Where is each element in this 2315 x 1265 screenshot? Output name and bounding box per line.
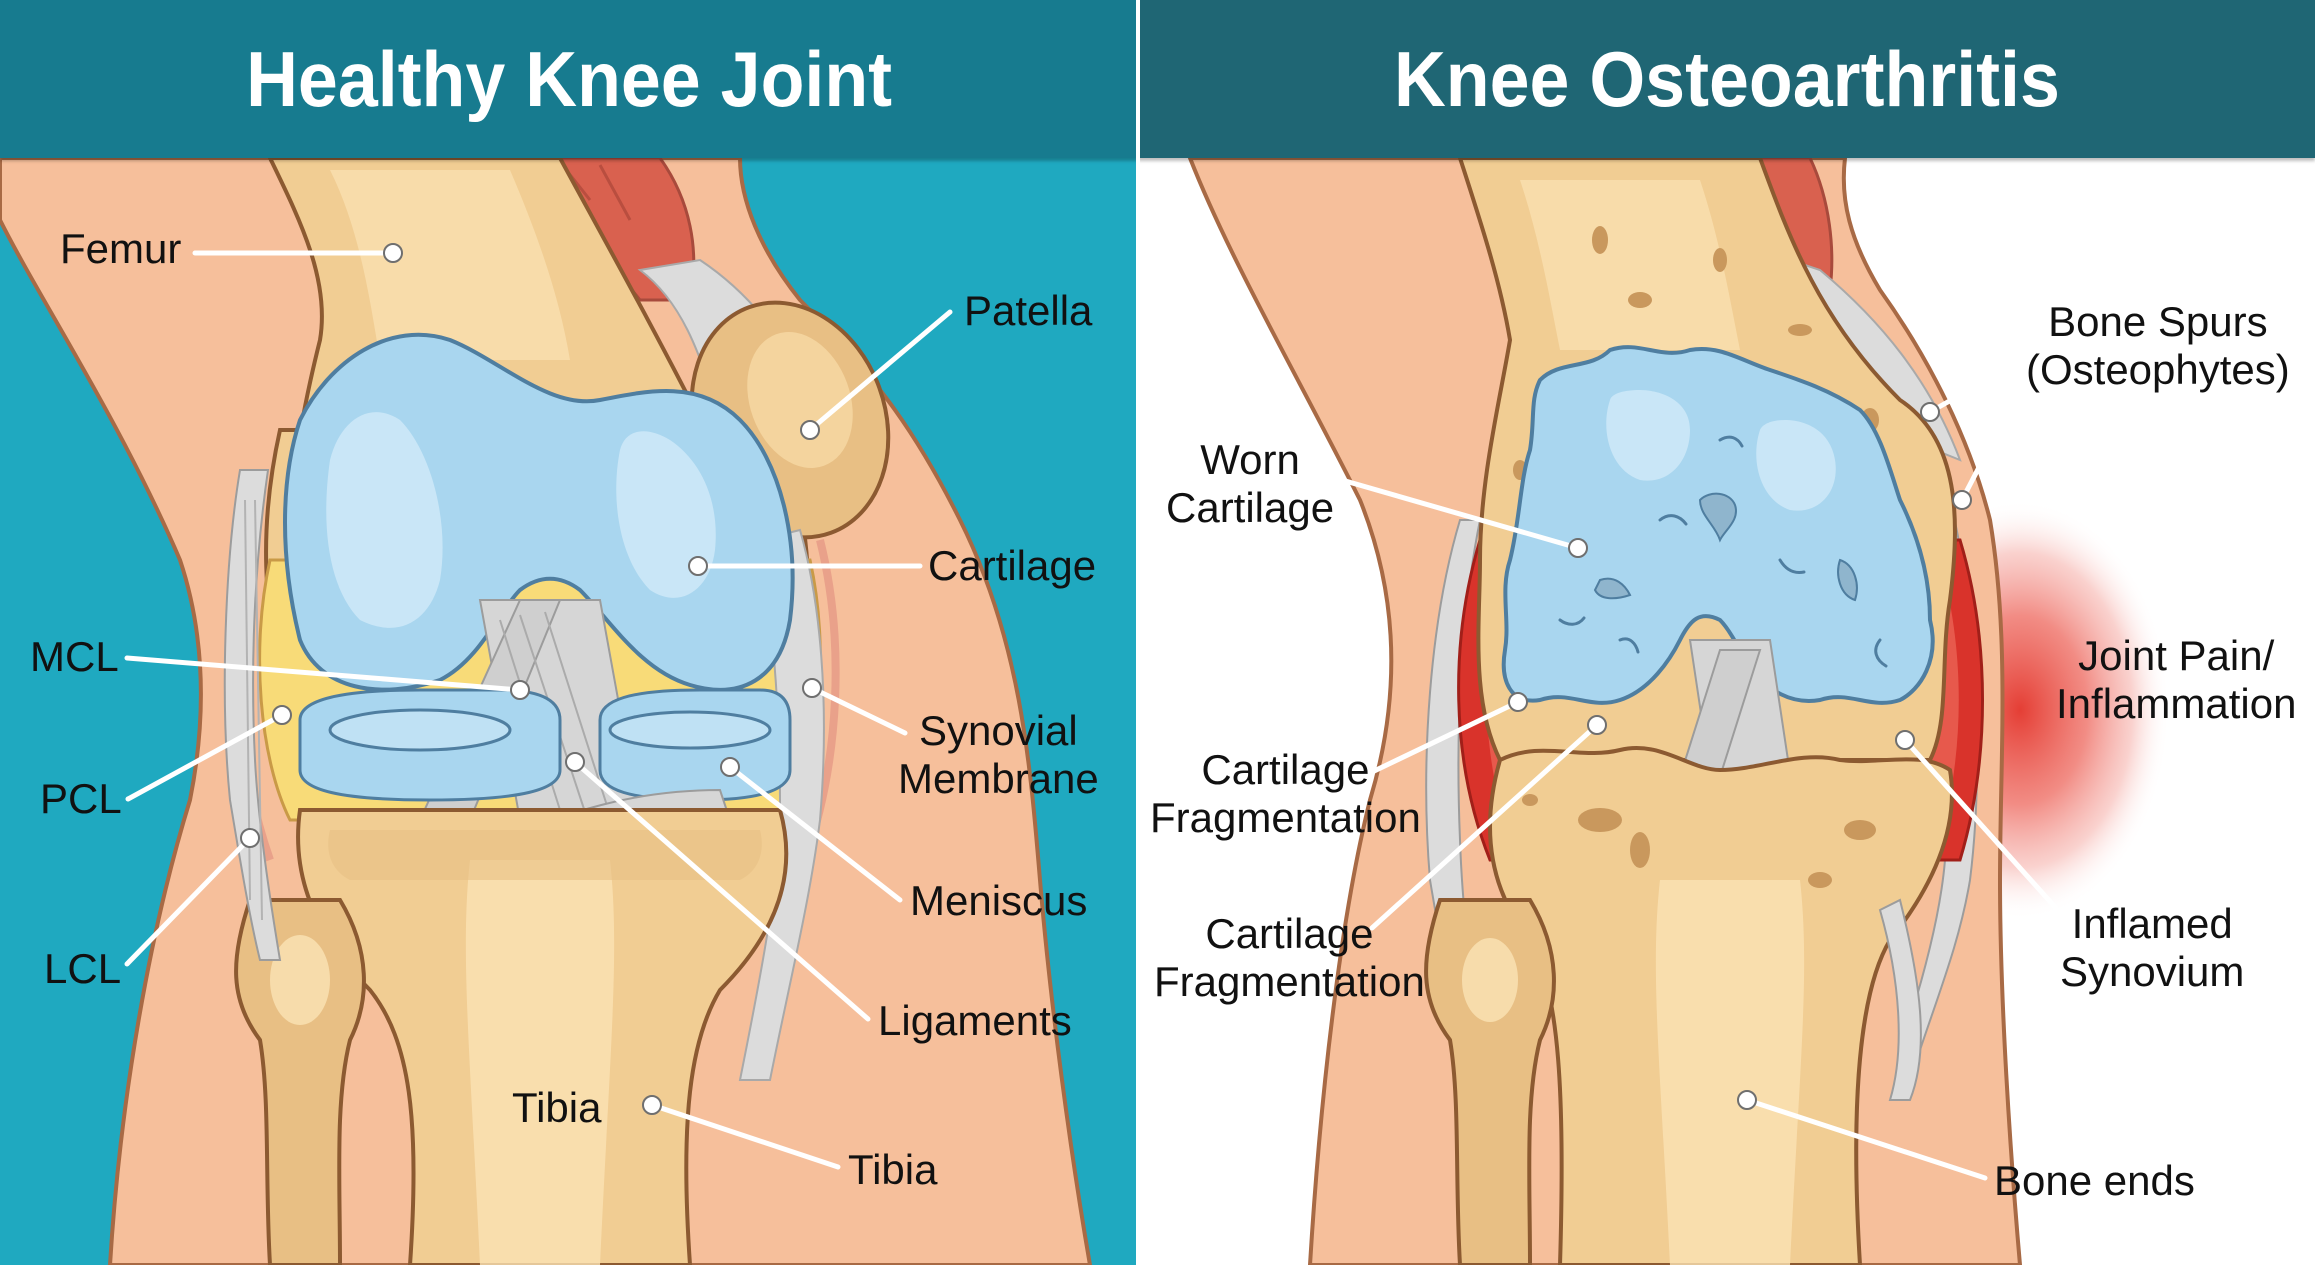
- healthy-panel-title: Healthy Knee Joint: [246, 34, 892, 123]
- leader-lines: [124, 250, 953, 1170]
- osteoarthritis-panel-title: Knee Osteoarthritis: [1393, 34, 2060, 123]
- osteoarthritis-panel: Knee Osteoarthritis: [1138, 0, 2315, 1265]
- healthy-knee-illustration: [0, 158, 1138, 1265]
- osteoarthritis-panel-header: Knee Osteoarthritis: [1138, 0, 2315, 158]
- healthy-knee-panel: Healthy Knee Joint: [0, 0, 1138, 1265]
- healthy-panel-header: Healthy Knee Joint: [0, 0, 1138, 158]
- panel-divider: [1136, 0, 1140, 1265]
- osteoarthritis-knee-illustration: [1138, 158, 2315, 1265]
